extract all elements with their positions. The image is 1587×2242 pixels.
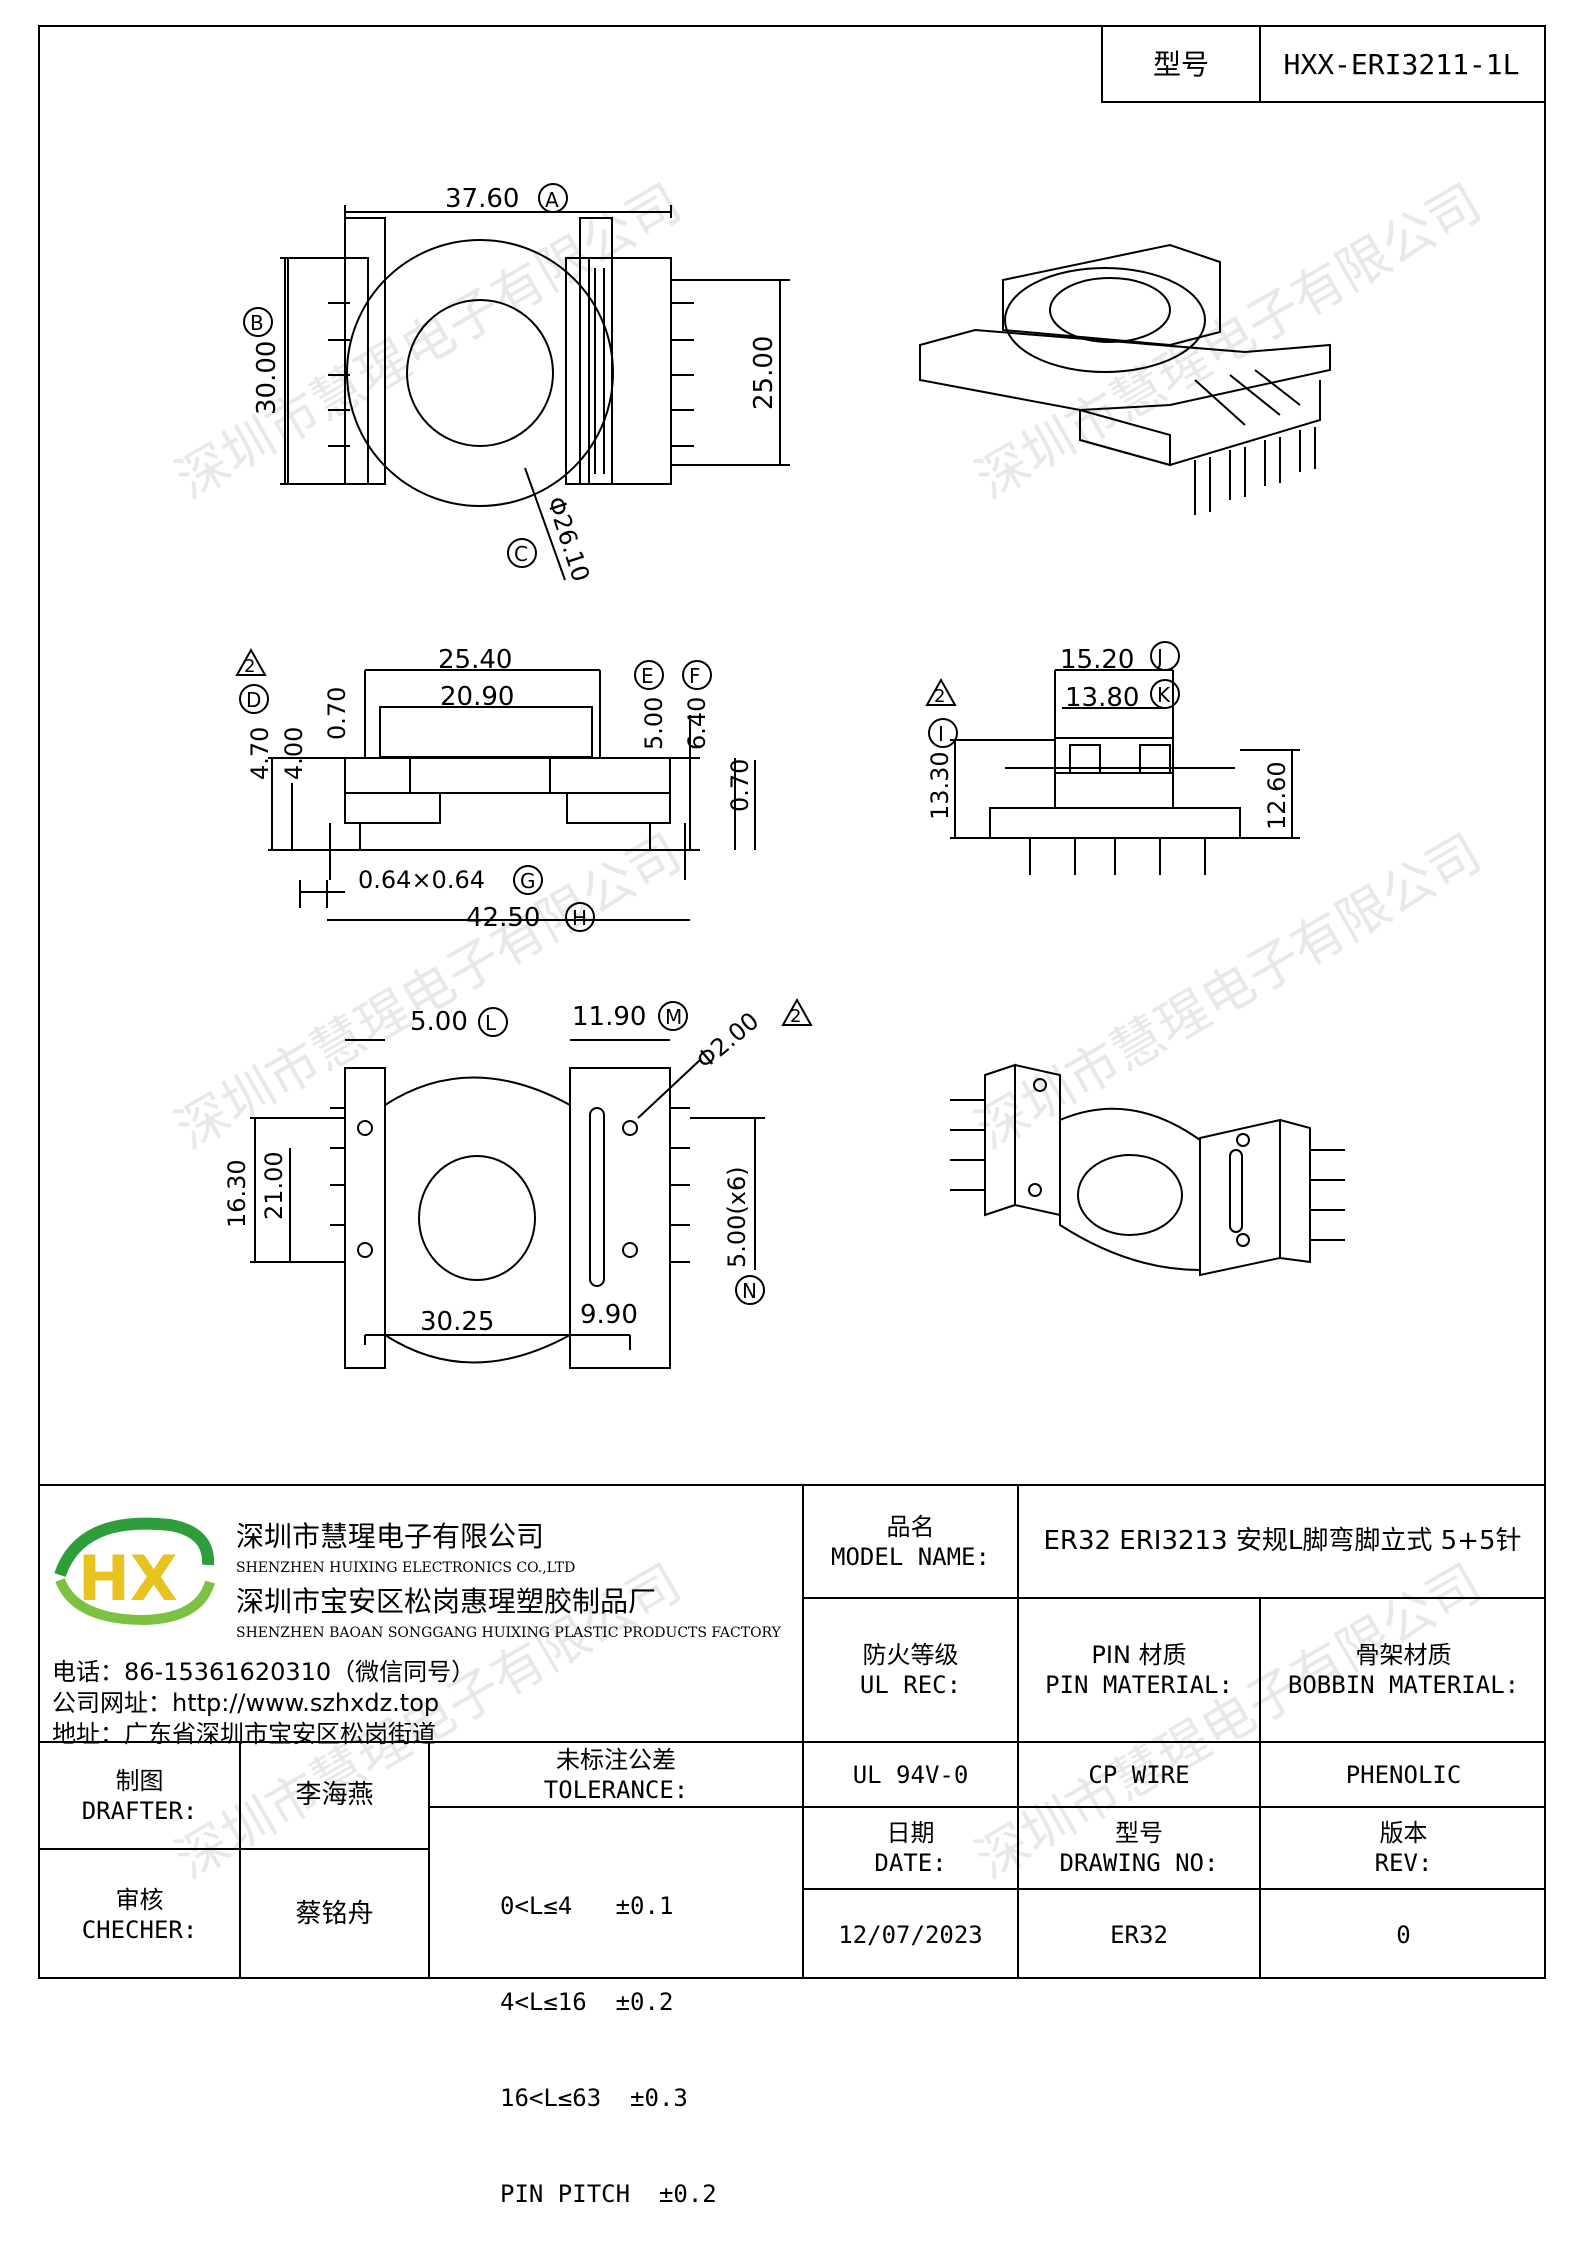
dim-070b: 0.70: [726, 759, 754, 812]
date-label: 日期 DATE:: [874, 1819, 947, 1877]
tolerance-line: 0<L≤4 ±0.1: [500, 1892, 674, 1920]
dim-A: 37.60: [445, 184, 519, 214]
dim-990: 9.90: [580, 1300, 638, 1330]
dim-pitch: 5.00(x6): [723, 1166, 751, 1268]
dim-J: 15.20: [1060, 645, 1134, 675]
callout-N: N: [742, 1279, 757, 1303]
front-view: [268, 669, 756, 921]
tolerance-table: 0<L≤4 ±0.1 4<L≤16 ±0.2 16<L≤63 ±0.3 PIN …: [500, 1826, 717, 2242]
factory-name-en: SHENZHEN BAOAN SONGGANG HUIXING PLASTIC …: [236, 1625, 781, 1641]
model-label: 型号: [1101, 25, 1261, 103]
company-name-en: SHENZHEN HUIXING ELECTRONICS CO.,LTD: [236, 1560, 576, 1576]
dim-I: 13.30: [926, 751, 954, 820]
callout-B: B: [250, 311, 264, 335]
drawing-no-value: ER32: [1110, 1920, 1168, 1949]
dim-2540: 25.40: [438, 645, 512, 675]
callout-I: I: [938, 722, 944, 746]
company-address: 地址：广东省深圳市宝安区松岗街道: [52, 1720, 436, 1748]
logo-mark: HX: [54, 1517, 215, 1626]
callout-H: H: [572, 906, 587, 930]
logo-text: HX: [78, 1542, 178, 1615]
ul-value: UL 94V-0: [852, 1760, 969, 1789]
tolerance-line: 4<L≤16 ±0.2: [500, 1988, 674, 2016]
model-value: HXX-ERI3211-1L: [1259, 25, 1546, 103]
model-name-value: ER32 ERI3213 安规L脚弯脚立式 5+5针: [1043, 1526, 1522, 1557]
callout-G: G: [520, 869, 536, 893]
ul-rec-label: 防火等级 UL REC:: [859, 1641, 962, 1699]
callout-K: K: [1157, 683, 1171, 707]
callout-L: L: [485, 1011, 497, 1035]
company-logo: HX: [50, 1510, 220, 1630]
callout-E: E: [641, 664, 654, 688]
dim-C: Φ26.10: [541, 493, 595, 585]
tolerance-line: PIN PITCH ±0.2: [500, 2180, 717, 2208]
callout-M: M: [665, 1005, 682, 1029]
bobbin-value: PHENOLIC: [1345, 1760, 1462, 1789]
dim-400: 4.00: [280, 727, 308, 780]
rev-value: 0: [1396, 1920, 1411, 1949]
dim-2090: 20.90: [440, 682, 514, 712]
tolerance-line: 16<L≤63 ±0.3: [500, 2084, 688, 2112]
tolerance-label: 未标注公差 TOLERANCE:: [543, 1745, 689, 1804]
dim-470: 4.70: [246, 727, 274, 780]
dim-500: 5.00: [640, 697, 668, 750]
top-view: [280, 205, 790, 581]
drawing-sheet: [38, 25, 1546, 1979]
company-name-cn: 深圳市慧瑆电子有限公司: [236, 1520, 545, 1553]
callout-D: D: [246, 688, 261, 712]
dim-2100: 21.00: [260, 1151, 288, 1220]
rev-label: 版本 REV:: [1374, 1819, 1433, 1877]
date-value: 12/07/2023: [838, 1920, 983, 1949]
isometric-view-top: [919, 243, 1331, 515]
dim-B: 30.00: [252, 341, 282, 415]
dim-G: 0.64×0.64: [358, 866, 485, 894]
checker-value: 蔡铭舟: [295, 1899, 374, 1930]
dim-1260: 12.60: [1263, 761, 1291, 830]
drafter-value: 李海燕: [295, 1780, 374, 1811]
dim-K: 13.80: [1065, 683, 1139, 713]
callout-F: F: [689, 664, 701, 688]
company-phone: 电话：86-15361620310（微信同号）: [52, 1658, 476, 1686]
model-name-label: 品名 MODEL NAME:: [831, 1512, 990, 1571]
rev-mark: 2: [934, 686, 945, 707]
rev-mark: 2: [790, 1006, 801, 1027]
dim-1630: 16.30: [223, 1159, 251, 1228]
dim-M: 11.90: [572, 1002, 646, 1032]
pin-material-label: PIN 材质 PIN MATERIAL:: [1045, 1641, 1233, 1699]
dim-H: 42.50: [466, 903, 540, 933]
drafter-label: 制图 DRAFTER:: [81, 1766, 198, 1825]
callout-A: A: [545, 188, 559, 212]
dim-hole: Φ2.00: [691, 1007, 764, 1075]
dim-L: 5.00: [410, 1007, 468, 1037]
callout-J: J: [1155, 645, 1163, 669]
dim-25: 25.00: [749, 336, 779, 410]
drawing-no-label: 型号 DRAWING NO:: [1059, 1819, 1219, 1877]
callout-C: C: [514, 542, 528, 566]
rev-mark: 2: [244, 656, 255, 677]
isometric-view-bottom: [950, 1063, 1345, 1277]
dim-3025: 30.25: [420, 1307, 494, 1337]
company-website[interactable]: 公司网址：http://www.szhxdz.top: [52, 1689, 440, 1717]
bottom-view: [250, 1039, 765, 1369]
bobbin-material-label: 骨架材质 BOBBIN MATERIAL:: [1287, 1641, 1520, 1699]
checker-label: 审核 CHECHER:: [81, 1885, 198, 1944]
side-view: [950, 669, 1300, 875]
technical-drawing: 37.60 A B 30.00 25.00 Φ26.10 C: [223, 183, 1345, 1369]
dim-640: 6.40: [683, 697, 711, 750]
factory-name-cn: 深圳市宝安区松岗惠瑆塑胶制品厂: [236, 1585, 657, 1618]
pin-value: CP WIRE: [1088, 1760, 1190, 1789]
dim-070a: 0.70: [323, 687, 351, 740]
